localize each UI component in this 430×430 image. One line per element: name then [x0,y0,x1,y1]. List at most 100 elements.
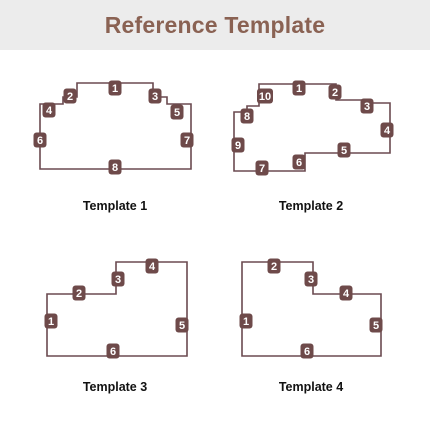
badge-label: 6 [37,135,43,147]
badge-label: 10 [259,91,271,103]
template-1-outline [39,82,192,170]
template-4-badge-4: 4 [339,285,353,301]
template-3-badge-2: 2 [72,285,86,301]
badge-bg [106,343,120,359]
badge-bg [255,160,269,176]
badge-bg [108,80,122,96]
template-2-badge-7: 7 [255,160,269,176]
template-1-badge-5: 5 [170,104,184,120]
badge-bg [239,313,253,329]
badge-label: 3 [152,91,158,103]
header-bar: Reference Template [0,0,430,50]
template-2-badge-10: 10 [257,88,273,104]
badge-bg [33,132,47,148]
template-4-badge-2: 2 [267,258,281,274]
template-1-badge-7: 7 [180,132,194,148]
template-3-badges: 1 2 3 4 5 6 [44,258,189,359]
badge-label: 7 [184,135,190,147]
template-3-caption: Template 3 [83,380,147,394]
badge-bg [170,104,184,120]
template-3-badge-4: 4 [145,258,159,274]
template-4-badge-1: 1 [239,313,253,329]
badge-bg [180,132,194,148]
template-4-badge-5: 5 [369,317,383,333]
template-2-badge-3: 3 [360,98,374,114]
template-2: 1 2 3 4 5 6 7 8 9 10 Template 2 [231,80,394,213]
badge-label: 6 [110,346,116,358]
template-2-badge-2: 2 [328,84,342,100]
template-4-outline [241,261,382,357]
template-1-badge-8: 8 [108,159,122,175]
template-2-outline [233,83,391,172]
template-1-caption: Template 1 [83,199,147,213]
badge-label: 2 [76,288,82,300]
badge-bg [175,317,189,333]
template-3: 1 2 3 4 5 6 Template 3 [44,258,189,394]
badge-label: 4 [46,105,53,117]
template-1-badge-4: 4 [42,102,56,118]
badge-label: 5 [373,320,379,332]
badge-label: 6 [304,346,310,358]
template-3-badge-1: 1 [44,313,58,329]
badge-bg [339,285,353,301]
template-4-badge-6: 6 [300,343,314,359]
badge-bg [300,343,314,359]
badge-label: 2 [332,87,338,99]
badge-label: 1 [112,83,118,95]
template-1-badge-6: 6 [33,132,47,148]
badge-label: 8 [112,162,118,174]
badge-bg [360,98,374,114]
template-3-badge-5: 5 [175,317,189,333]
badge-bg [257,88,273,104]
template-3-badge-3: 3 [111,271,125,287]
badge-bg [63,88,77,104]
page-title: Reference Template [104,11,326,38]
badge-label: 5 [179,320,185,332]
badge-bg [267,258,281,274]
template-2-badge-1: 1 [292,80,306,96]
template-2-badge-5: 5 [337,142,351,158]
badge-label: 4 [384,125,391,137]
badge-bg [304,271,318,287]
badge-bg [42,102,56,118]
badge-label: 3 [364,101,370,113]
template-4-caption: Template 4 [279,380,343,394]
badge-label: 6 [296,157,302,169]
badge-label: 4 [149,261,156,273]
badge-bg [148,88,162,104]
badge-bg [292,154,306,170]
badge-bg [369,317,383,333]
template-1-badge-1: 1 [108,80,122,96]
template-2-badge-6: 6 [292,154,306,170]
badge-label: 7 [259,163,265,175]
badge-label: 2 [271,261,277,273]
badge-label: 5 [174,107,180,119]
badge-label: 5 [341,145,347,157]
badge-label: 3 [308,274,314,286]
template-2-caption: Template 2 [279,199,343,213]
template-2-badge-4: 4 [380,122,394,138]
badge-bg [380,122,394,138]
template-3-badge-6: 6 [106,343,120,359]
badge-label: 9 [235,140,241,152]
template-4-badges: 1 2 3 4 5 6 [239,258,383,359]
badge-bg [328,84,342,100]
badge-bg [111,271,125,287]
badge-label: 3 [115,274,121,286]
badge-bg [337,142,351,158]
template-2-badges: 1 2 3 4 5 6 7 8 9 10 [231,80,394,176]
template-2-badge-9: 9 [231,137,245,153]
template-1-badge-3: 3 [148,88,162,104]
badge-bg [145,258,159,274]
badge-label: 8 [244,111,250,123]
badge-label: 1 [48,316,54,328]
badge-bg [44,313,58,329]
template-4-badge-3: 3 [304,271,318,287]
template-3-outline [46,261,188,357]
badge-bg [231,137,245,153]
badge-label: 1 [243,316,249,328]
template-2-badge-8: 8 [240,108,254,124]
